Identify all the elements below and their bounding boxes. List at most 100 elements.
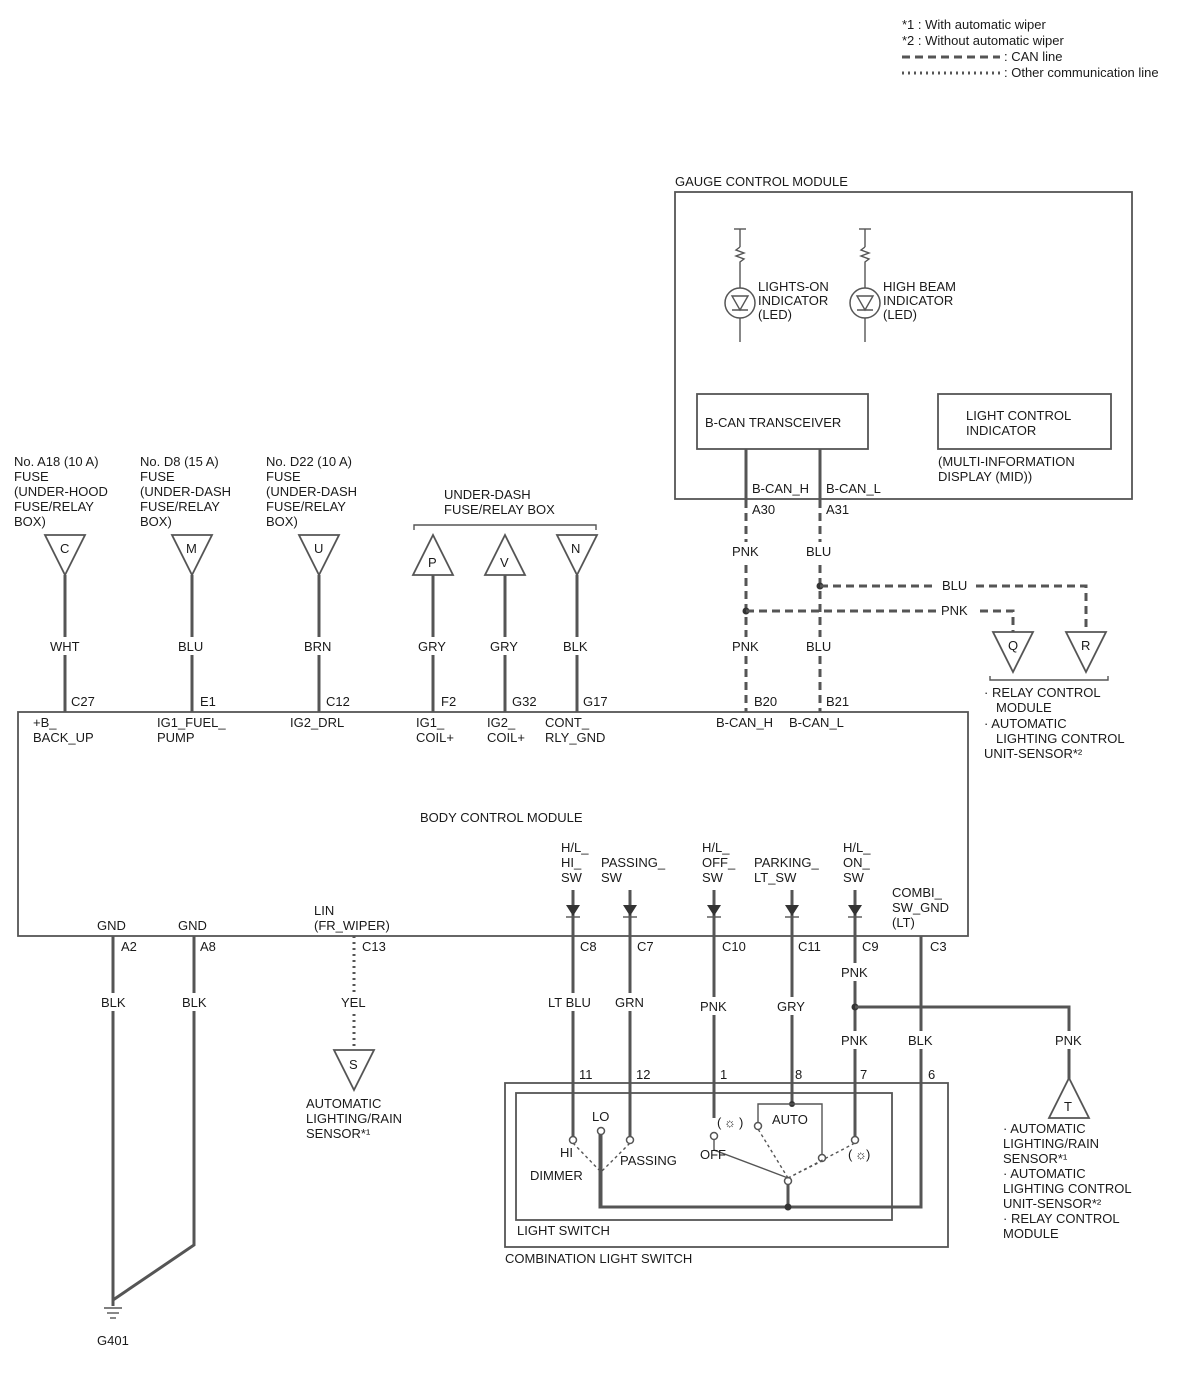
pin-c12: C12 [326, 694, 350, 709]
svg-text:IG2_: IG2_ [487, 715, 516, 730]
svg-text:GRY: GRY [777, 999, 805, 1014]
svg-text:FUSE: FUSE [14, 469, 49, 484]
svg-text:V: V [500, 555, 509, 570]
ground-wiring: A2 A8 BLK BLK G401 [97, 936, 216, 1348]
legend: *1 : With automatic wiper *2 : Without a… [902, 17, 1159, 80]
svg-text:F2: F2 [441, 694, 456, 709]
svg-text:ON_: ON_ [843, 855, 871, 870]
svg-text:C10: C10 [722, 939, 746, 954]
svg-text:DIMMER: DIMMER [530, 1168, 583, 1183]
svg-text:SENSOR*¹: SENSOR*¹ [1003, 1151, 1068, 1166]
svg-text:· AUTOMATIC: · AUTOMATIC [1003, 1166, 1086, 1181]
qr-label-4: LIGHTING CONTROL [996, 731, 1125, 746]
svg-text:FUSE/RELAY: FUSE/RELAY [14, 499, 94, 514]
svg-text:PNK: PNK [700, 999, 727, 1014]
svg-text:C13: C13 [362, 939, 386, 954]
svg-text:COIL+: COIL+ [487, 730, 525, 745]
wire-blu-upper: BLU [806, 544, 831, 559]
svg-text:FUSE/RELAY: FUSE/RELAY [140, 499, 220, 514]
svg-text:A8: A8 [200, 939, 216, 954]
svg-text:BOX): BOX) [140, 514, 172, 529]
svg-text:COMBI_: COMBI_ [892, 885, 943, 900]
combination-light-switch: LO HI DIMMER PASSING ( ☼ ) AUTO OFF ( ☼ … [504, 1082, 949, 1266]
svg-text:LT BLU: LT BLU [548, 995, 591, 1010]
wire-blu: BLU [178, 639, 203, 654]
svg-text:+B_: +B_ [33, 715, 57, 730]
svg-text:H/L_: H/L_ [702, 840, 730, 855]
resistor-icon [734, 246, 746, 278]
svg-text:8: 8 [795, 1067, 802, 1082]
light-switch-label: LIGHT SWITCH [517, 1223, 610, 1238]
svg-text:(UNDER-HOOD: (UNDER-HOOD [14, 484, 108, 499]
diode-icon [848, 890, 862, 936]
fuse-d22: No. D22 (10 A) FUSE (UNDER-DASH FUSE/REL… [266, 454, 357, 730]
light-switch-box [515, 1092, 893, 1221]
svg-text:No. A18 (10 A): No. A18 (10 A) [14, 454, 99, 469]
svg-text:C8: C8 [580, 939, 597, 954]
led-icon [849, 287, 881, 319]
high-beam-label-3: (LED) [883, 307, 917, 322]
svg-text:A2: A2 [121, 939, 137, 954]
svg-text:IG1_: IG1_ [416, 715, 445, 730]
light-control-label-2: INDICATOR [966, 423, 1036, 438]
svg-text:SW: SW [561, 870, 583, 885]
resistor-icon [859, 246, 871, 278]
svg-text:LIN: LIN [314, 903, 334, 918]
connector-c [43, 534, 87, 578]
svg-text:GRY: GRY [418, 639, 446, 654]
diode-icon [785, 890, 799, 936]
pin-b21: B21 [826, 694, 849, 709]
qr-label-3: · AUTOMATIC [984, 716, 1067, 731]
diode-icon [707, 890, 721, 936]
body-control-module: B-CAN_H B-CAN_L BODY CONTROL MODULE GND … [17, 711, 969, 937]
svg-text:GND: GND [178, 918, 207, 933]
ground-g401: G401 [97, 1333, 129, 1348]
svg-text:UNDER-DASH: UNDER-DASH [444, 487, 531, 502]
svg-text:C3: C3 [930, 939, 947, 954]
svg-text:7: 7 [860, 1067, 867, 1082]
svg-text:MODULE: MODULE [1003, 1226, 1059, 1241]
svg-text:GRY: GRY [490, 639, 518, 654]
connector-q-label: Q [1008, 638, 1018, 653]
svg-text:IG2_DRL: IG2_DRL [290, 715, 344, 730]
svg-text:PASSING_: PASSING_ [601, 855, 666, 870]
svg-text:BLK: BLK [101, 995, 126, 1010]
svg-text:C9: C9 [862, 939, 879, 954]
can-transceiver-box [696, 393, 869, 450]
combination-switch-label: COMBINATION LIGHT SWITCH [505, 1251, 692, 1266]
lights-on-label-1: LIGHTS-ON [758, 279, 829, 294]
ground-icon [104, 1307, 122, 1319]
svg-text:B-CAN_H: B-CAN_H [716, 715, 773, 730]
svg-text:No. D22 (10 A): No. D22 (10 A) [266, 454, 352, 469]
gauge-box [674, 191, 1133, 500]
svg-text:H/L_: H/L_ [843, 840, 871, 855]
lights-on-label-2: INDICATOR [758, 293, 828, 308]
diode-icon [623, 890, 637, 936]
pin-a31: A31 [826, 502, 849, 517]
svg-text:PASSING: PASSING [620, 1153, 677, 1168]
wire-pnk-branch: PNK [941, 603, 968, 618]
svg-text:PNK: PNK [841, 1033, 868, 1048]
can-wiring: PNK BLU BLU PNK PNK BLU B20 B21 Q R · RE… [729, 449, 1125, 761]
svg-text:FUSE: FUSE [140, 469, 175, 484]
svg-text:FUSE/RELAY: FUSE/RELAY [266, 499, 346, 514]
can-h-branch [746, 609, 1015, 632]
high-beam-label-1: HIGH BEAM [883, 279, 956, 294]
svg-text:B-CAN_L: B-CAN_L [789, 715, 844, 730]
pin-c27: C27 [71, 694, 95, 709]
bcm-title: BODY CONTROL MODULE [420, 810, 583, 825]
svg-text:P: P [428, 555, 437, 570]
svg-text:SW: SW [601, 870, 623, 885]
mid-label-1: (MULTI-INFORMATION [938, 454, 1075, 469]
can-transceiver-label: B-CAN TRANSCEIVER [705, 415, 841, 430]
svg-text:· AUTOMATIC: · AUTOMATIC [1003, 1121, 1086, 1136]
svg-text:LO: LO [592, 1109, 609, 1124]
connector-m [170, 534, 214, 578]
svg-text:PNK: PNK [841, 965, 868, 980]
svg-text:S: S [349, 1057, 358, 1072]
connector-u [297, 534, 341, 578]
fuse-d8: No. D8 (15 A) FUSE (UNDER-DASH FUSE/RELA… [140, 454, 231, 745]
switch-wiring: C8 C7 C10 C11 C9 C3 LT BLU GRN PNK GRY P… [546, 936, 1132, 1241]
can-l-branch [820, 584, 1088, 632]
connector-t [1047, 1075, 1091, 1119]
